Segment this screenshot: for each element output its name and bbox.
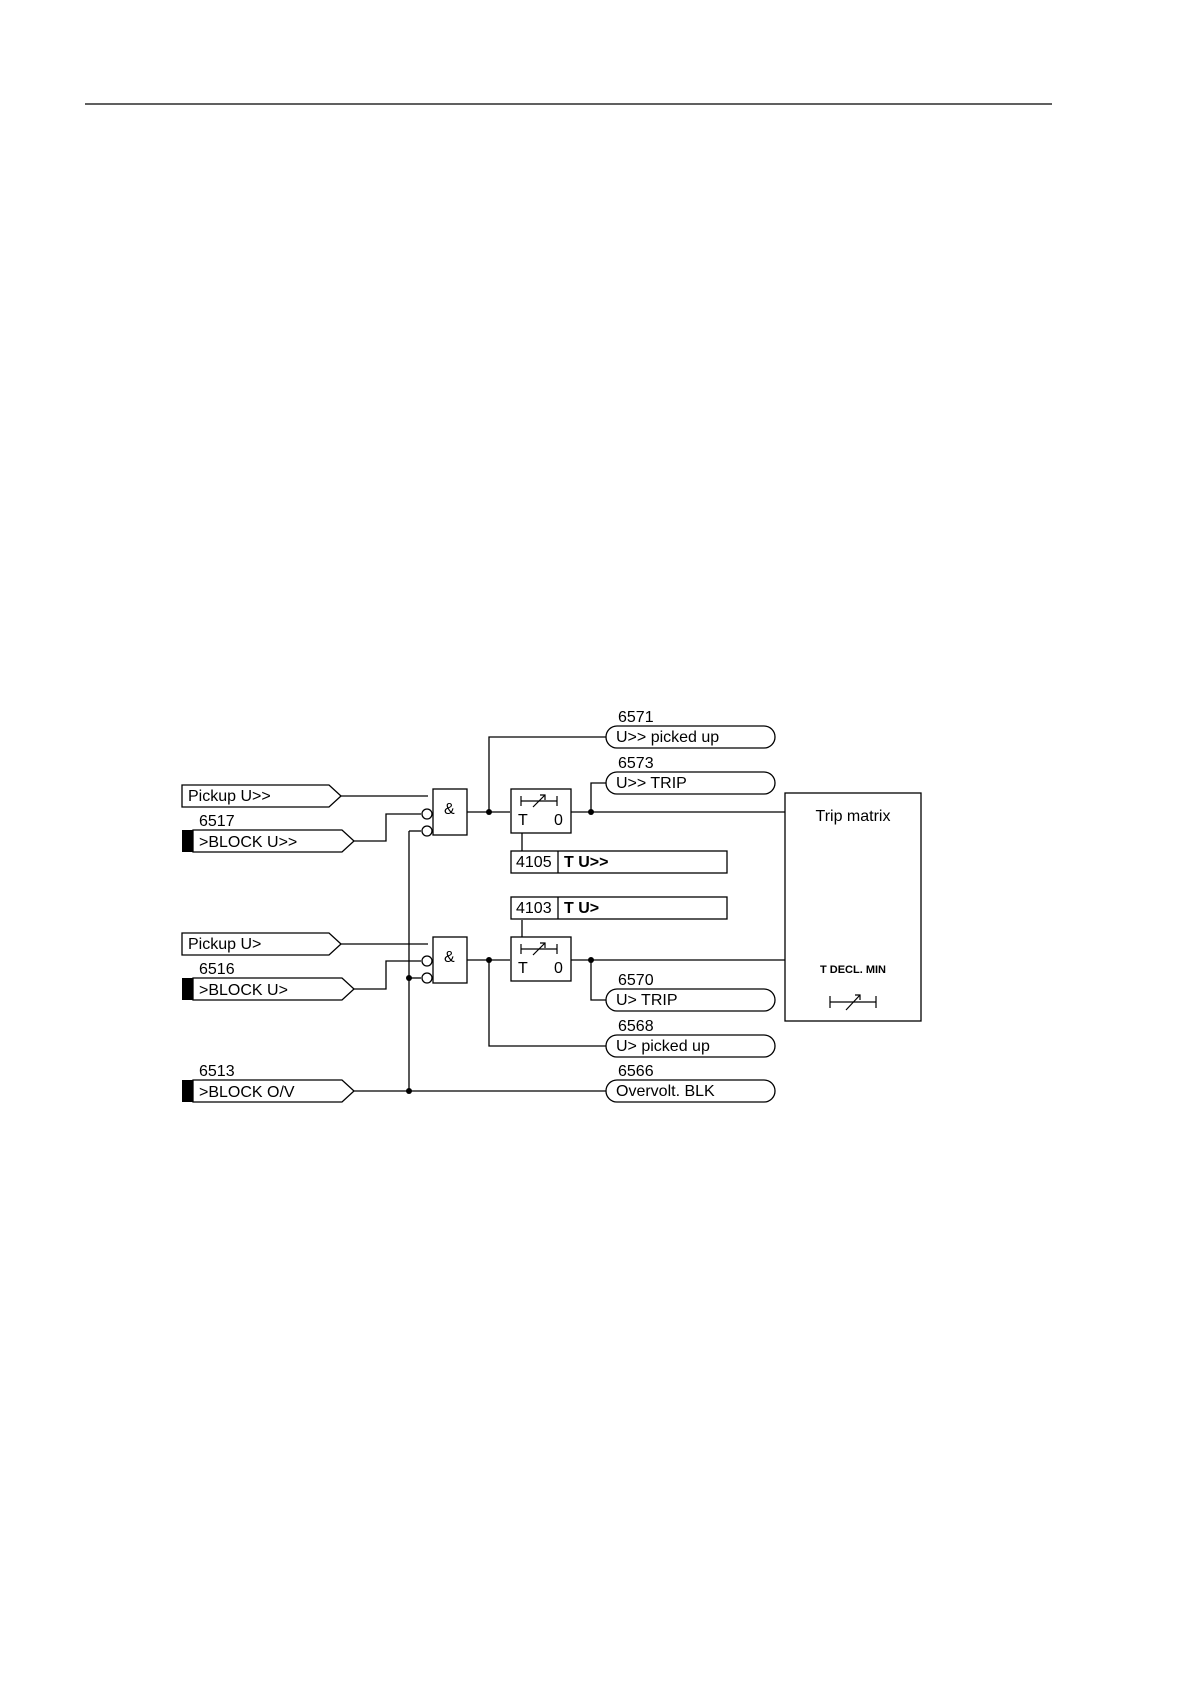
- and-gate-u-hi: &: [422, 789, 467, 836]
- svg-text:>BLOCK O/V: >BLOCK O/V: [199, 1084, 295, 1101]
- svg-text:Trip matrix: Trip matrix: [816, 808, 891, 825]
- output-overvolt-blk: 6566 Overvolt. BLK: [606, 1063, 775, 1102]
- input-block-u-lo: 6516 >BLOCK U>: [182, 961, 354, 1000]
- svg-text:6573: 6573: [618, 755, 654, 772]
- trip-matrix: Trip matrix T DECL. MIN: [785, 793, 921, 1021]
- svg-text:Pickup U>>: Pickup U>>: [188, 788, 271, 805]
- svg-text:&: &: [444, 949, 455, 966]
- output-u-hi-trip: 6573 U>> TRIP: [606, 755, 775, 794]
- svg-text:T U>: T U>: [564, 900, 599, 917]
- svg-text:U>> TRIP: U>> TRIP: [616, 775, 687, 792]
- svg-text:Overvolt. BLK: Overvolt. BLK: [616, 1083, 715, 1100]
- svg-text:T: T: [518, 960, 528, 977]
- timer-u-lo: T 0: [511, 937, 571, 981]
- svg-text:6566: 6566: [618, 1063, 654, 1080]
- svg-text:4103: 4103: [516, 900, 552, 917]
- svg-text:>BLOCK U>>: >BLOCK U>>: [199, 834, 297, 851]
- svg-text:Pickup U>: Pickup U>: [188, 936, 261, 953]
- svg-text:>BLOCK U>: >BLOCK U>: [199, 982, 288, 999]
- svg-text:6571: 6571: [618, 709, 654, 726]
- svg-text:6568: 6568: [618, 1018, 654, 1035]
- input-pickup-u-hi: Pickup U>>: [182, 785, 341, 807]
- svg-text:0: 0: [554, 960, 563, 977]
- output-u-hi-picked-up: 6571 U>> picked up: [606, 709, 775, 748]
- svg-text:U>> picked up: U>> picked up: [616, 729, 719, 746]
- output-u-lo-trip: 6570 U> TRIP: [606, 972, 775, 1011]
- svg-text:4105: 4105: [516, 854, 552, 871]
- input-block-ov: 6513 >BLOCK O/V: [182, 1063, 354, 1102]
- svg-text:T U>>: T U>>: [564, 854, 608, 871]
- svg-text:U> TRIP: U> TRIP: [616, 992, 678, 1009]
- and-gate-u-lo: &: [422, 937, 467, 983]
- parameter-t-u-hi: 4105 T U>>: [511, 851, 727, 873]
- svg-text:T DECL. MIN: T DECL. MIN: [820, 964, 886, 976]
- parameter-t-u-lo: 4103 T U>: [511, 897, 727, 919]
- svg-text:&: &: [444, 801, 455, 818]
- input-block-u-hi: 6517 >BLOCK U>>: [182, 813, 354, 852]
- svg-text:T: T: [518, 812, 528, 829]
- svg-text:6517: 6517: [199, 813, 235, 830]
- svg-text:6516: 6516: [199, 961, 235, 978]
- svg-text:U> picked up: U> picked up: [616, 1038, 710, 1055]
- output-u-lo-picked-up: 6568 U> picked up: [606, 1018, 775, 1057]
- svg-text:6513: 6513: [199, 1063, 235, 1080]
- input-pickup-u-lo: Pickup U>: [182, 933, 341, 955]
- timer-u-hi: T 0: [511, 789, 571, 833]
- svg-text:6570: 6570: [618, 972, 654, 989]
- svg-text:0: 0: [554, 812, 563, 829]
